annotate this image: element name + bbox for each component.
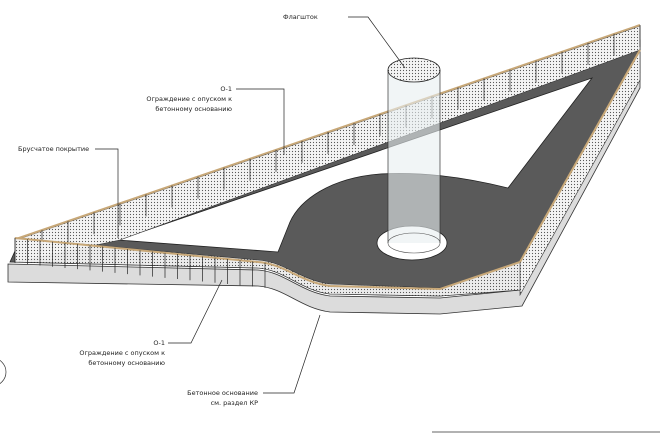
label-fence-bottom-line2: бетонному основанию (88, 359, 165, 367)
flagpole (376, 57, 448, 261)
label-base-line2: см. раздел КР (210, 399, 258, 407)
concrete-base (7, 71, 641, 315)
label-fence-top-code: О-1 (220, 85, 232, 93)
label-fence-bottom-code: О-1 (153, 339, 165, 347)
label-flagpole: Флагшток (283, 13, 318, 21)
inner-lawn (117, 77, 594, 253)
label-paving: Брусчатое покрытие (18, 145, 90, 153)
label-base-line1: Бетонное основание (187, 389, 258, 397)
label-fence-top-line1: Ограждение с опуском к (146, 95, 232, 103)
label-fence-bottom-line1: Ограждение с опуском к (79, 349, 165, 357)
leader-lines (95, 16, 406, 394)
label-fence-top-line2: бетонному основанию (155, 105, 232, 113)
front-fence (14, 237, 521, 297)
